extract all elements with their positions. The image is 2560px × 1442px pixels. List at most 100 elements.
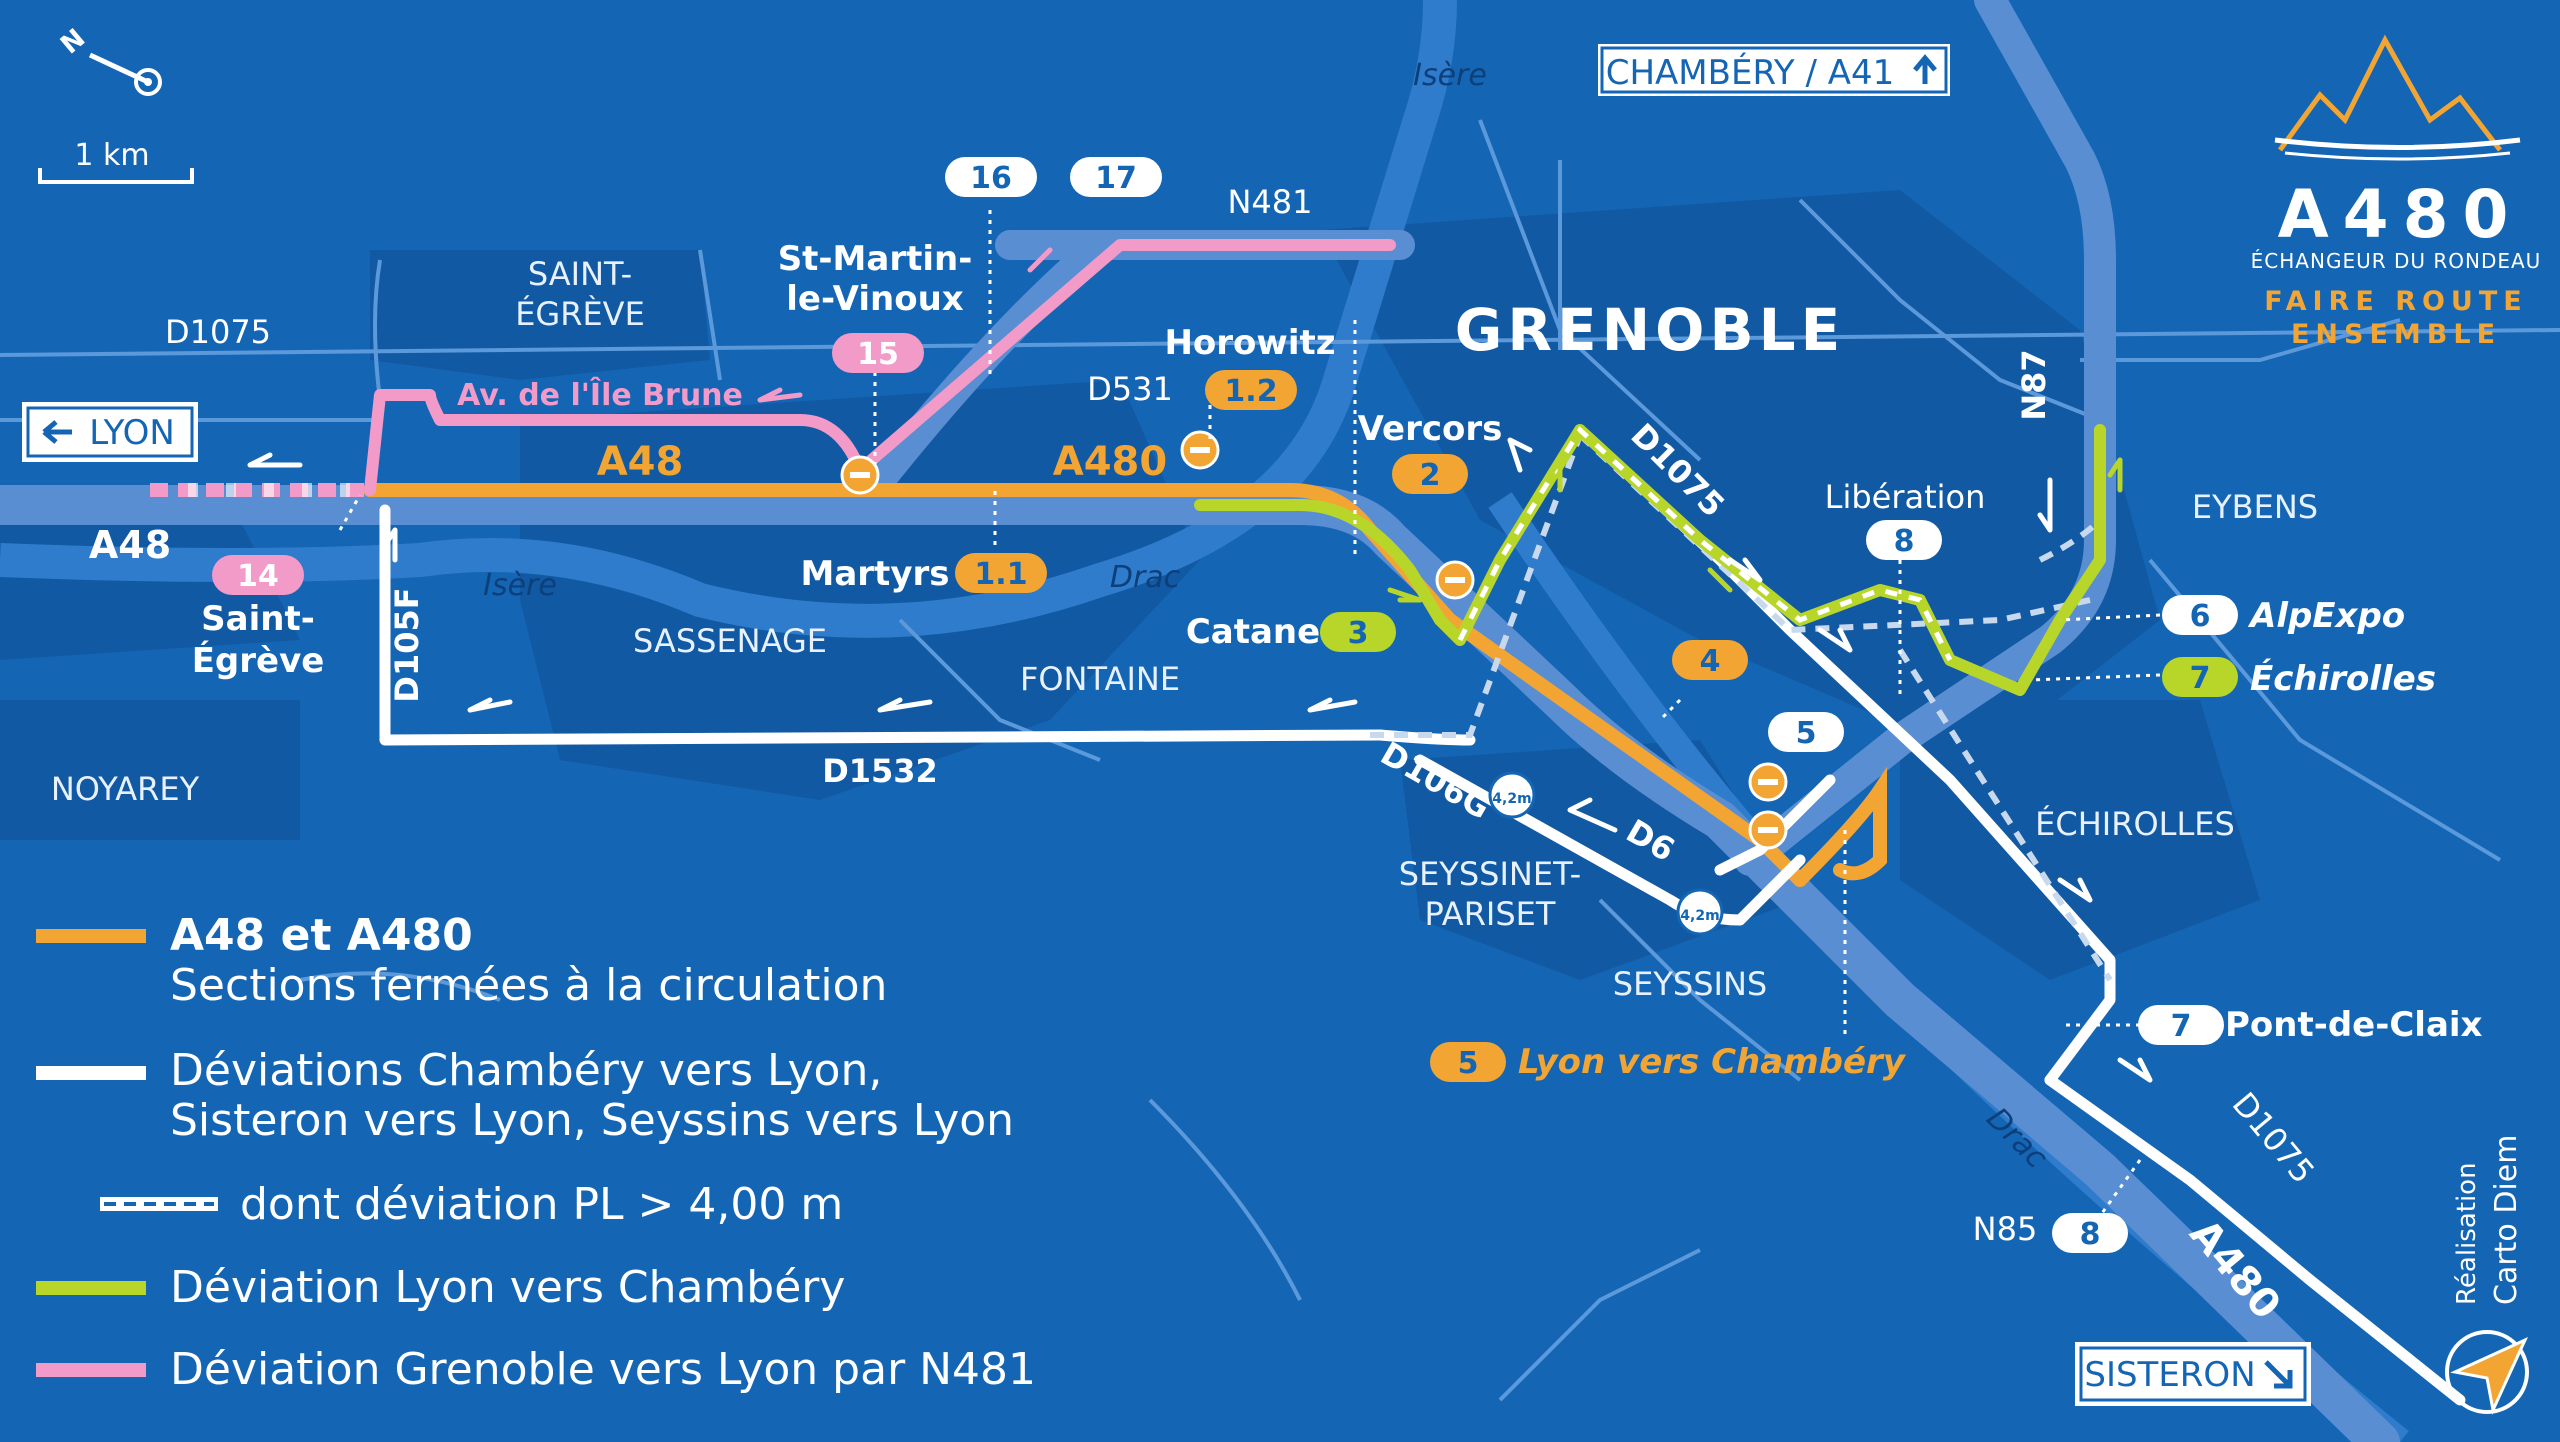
sign-chambery[interactable]: CHAMBÉRY / A41: [1594, 40, 1954, 100]
exit-number: 7: [2171, 1009, 2192, 1044]
exit-badge-3[interactable]: 3: [1320, 612, 1396, 652]
closure-markers: [840, 430, 1788, 850]
credit: Réalisation Carto Diem: [2445, 1135, 2529, 1415]
sign-chambery-label: CHAMBÉRY / A41: [1606, 52, 1895, 93]
height-limit-label: 4,2m: [1492, 791, 1531, 807]
exit-number: 4: [1700, 644, 1721, 679]
logo-a480: A480 ÉCHANGEUR DU RONDEAU FAIRE ROUTE EN…: [2251, 34, 2542, 350]
exit-number: 5: [1458, 1046, 1479, 1081]
road-label-n85: N85: [1973, 1210, 2038, 1248]
legend-item2-line1: Déviations Chambéry vers Lyon,: [170, 1045, 882, 1096]
exit-number: 14: [237, 559, 279, 594]
arrow-up-icon: [1913, 54, 1937, 84]
exit-number: 1.1: [974, 557, 1027, 592]
road-label-d105f: D105F: [388, 587, 426, 702]
exit-number: 17: [1095, 161, 1137, 196]
legend-swatch-pink: [36, 1363, 146, 1377]
exit-badge-16[interactable]: 16: [945, 157, 1037, 197]
height-limit-sign: 4,2m: [1676, 888, 1724, 936]
exit-badge-8-liberation[interactable]: 8: [1866, 520, 1942, 560]
city-label-grenoble: GRENOBLE: [1455, 296, 1846, 364]
logo-title: A480: [2278, 176, 2523, 253]
junction-name-egreve: Égrève: [192, 640, 325, 681]
exit-badge-1-2[interactable]: 1.2: [1205, 370, 1297, 410]
river-label-isere-north: Isère: [1413, 58, 1487, 93]
exit-badge-5[interactable]: 5: [1768, 712, 1844, 752]
junction-name-echirolles: Échirolles: [2250, 658, 2436, 699]
junction-name-st-martin: St-Martin-: [778, 239, 973, 279]
minor-roads: [0, 119, 2560, 1402]
junction-name-lyon-vers-chambery: Lyon vers Chambéry: [1518, 1042, 1907, 1082]
legend-item1-sub: Sections fermées à la circulation: [170, 960, 887, 1011]
exit-badge-15[interactable]: 15: [832, 333, 924, 373]
sign-sisteron[interactable]: SISTERON: [2075, 1342, 2311, 1406]
sign-sisteron-label: SISTERON: [2084, 1355, 2255, 1395]
scale-bar: 1 km: [38, 138, 194, 184]
scale-label: 1 km: [74, 138, 149, 173]
exit-badge-4[interactable]: 4: [1672, 640, 1748, 680]
exit-number: 3: [1348, 616, 1369, 651]
leader-lines: [338, 210, 2161, 1231]
area-label-noyarey: NOYAREY: [51, 770, 200, 808]
green-white-combo: [1457, 426, 1953, 662]
area-label-echirolles: ÉCHIROLLES: [2035, 805, 2235, 843]
exit-number: 6: [2190, 599, 2211, 634]
logo-tagline-2: ENSEMBLE: [2291, 319, 2501, 350]
area-label-sassenage: SASSENAGE: [633, 622, 827, 660]
exit-badge-7-echirolles[interactable]: 7: [2162, 657, 2238, 697]
compass-circle-icon: [134, 68, 162, 96]
pink-detour-route: [364, 239, 1396, 496]
river-label-drac-north: Drac: [1110, 560, 1181, 595]
river-label-isere-west: Isère: [483, 568, 557, 603]
exit-badge-1-1[interactable]: 1.1: [955, 553, 1047, 593]
exit-badge-2[interactable]: 2: [1392, 454, 1468, 494]
area-label-saint-egreve-2: ÉGRÈVE: [515, 295, 645, 333]
exit-badge-6[interactable]: 6: [2162, 595, 2238, 635]
junction-name-catane: Catane: [1186, 612, 1320, 652]
area-label-eybens: EYBENS: [2192, 488, 2318, 526]
logo-tagline-1: FAIRE ROUTE: [2264, 286, 2527, 317]
mountain-logo-icon: [2277, 34, 2502, 152]
road-label-d531: D531: [1087, 370, 1173, 408]
junction-name-alpexpo: AlpExpo: [2247, 596, 2405, 636]
junction-name-liberation: Libération: [1825, 478, 1986, 516]
legend-item1-title: A48 et A480: [170, 910, 473, 961]
closure-marker: [1748, 762, 1788, 802]
sign-lyon[interactable]: LYON: [22, 402, 198, 462]
closure-marker: [1180, 430, 1220, 470]
exit-badge-14[interactable]: 14: [212, 555, 304, 595]
exit-number: 7: [2190, 661, 2211, 696]
exit-number: 2: [1420, 458, 1441, 493]
area-label-seyssins: SEYSSINS: [1613, 965, 1767, 1003]
arrow-left-icon: [42, 420, 72, 444]
credit-line-1: Réalisation: [2452, 1162, 2482, 1305]
arrow-down-right-icon: [2264, 1360, 2293, 1389]
direction-arrows: [247, 247, 2153, 1083]
exit-number: 16: [970, 161, 1012, 196]
motorway-label-a48-west: A48: [89, 523, 171, 567]
credit-logo-icon: [2445, 1330, 2529, 1414]
exit-number: 15: [857, 337, 899, 372]
exit-badge-8-n85[interactable]: 8: [2052, 1213, 2128, 1253]
junction-name-vercors: Vercors: [1358, 409, 1503, 449]
junction-name-martyrs: Martyrs: [801, 554, 950, 594]
height-limit-sign: 4,2m: [1488, 771, 1536, 819]
exit-number: 1.2: [1224, 374, 1277, 409]
exit-badge-5-lyon-chambery[interactable]: 5: [1430, 1042, 1506, 1082]
exit-badge-17[interactable]: 17: [1070, 157, 1162, 197]
road-label-n87: N87: [2015, 349, 2053, 420]
logo-subtitle: ÉCHANGEUR DU RONDEAU: [2251, 249, 2542, 273]
legend: A48 et A480 Sections fermées à la circul…: [36, 910, 1036, 1395]
road-label-d1075-west: D1075: [165, 313, 271, 351]
legend-item3: dont déviation PL > 4,00 m: [240, 1179, 843, 1230]
closure-marker: [840, 455, 880, 495]
legend-swatch-closed: [36, 929, 146, 943]
legend-item4: Déviation Lyon vers Chambéry: [170, 1262, 845, 1313]
legend-swatch-white: [36, 1066, 146, 1080]
junction-name-le-vinoux: le-Vinoux: [786, 279, 963, 319]
legend-swatch-green: [36, 1281, 146, 1295]
junction-name-saint: Saint-: [201, 599, 315, 639]
exit-badge-7-pont-de-claix[interactable]: 7: [2138, 1005, 2224, 1045]
exit-number: 8: [1894, 524, 1915, 559]
area-label-fontaine: FONTAINE: [1020, 660, 1180, 698]
